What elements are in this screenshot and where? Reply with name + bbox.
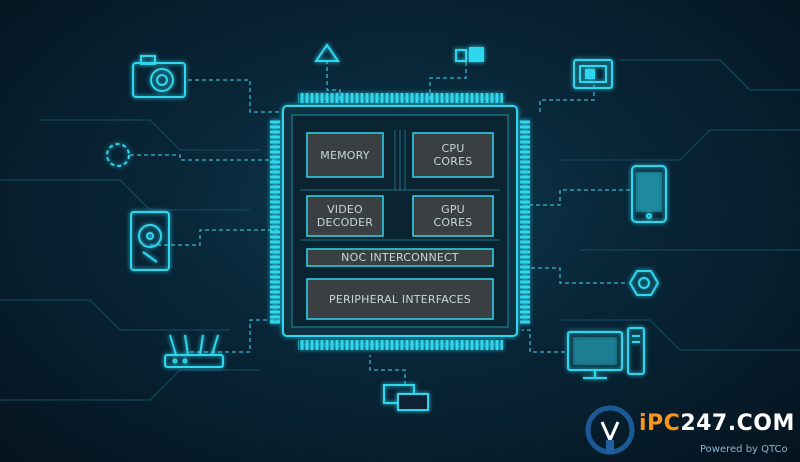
watermark-brand: iPC247.COM: [639, 411, 795, 436]
hard-drive-icon: [130, 211, 170, 271]
video-decoder-label: VIDEO DECODER: [307, 196, 383, 236]
watermark-logo-icon: [585, 405, 635, 455]
screen-display-icon: [573, 59, 613, 89]
watermark-brand-rest: 247.COM: [680, 411, 795, 436]
video-decoder-block: [306, 195, 384, 237]
dashed-circle-icon: [106, 143, 130, 167]
connector-lines: [130, 60, 630, 385]
memory-block: [306, 132, 384, 178]
background-traces: [0, 59, 800, 401]
triangle-icon: [314, 43, 340, 62]
tablet-icon: [631, 165, 667, 223]
overlapping-rectangles-icon: [383, 384, 429, 411]
video-label-line1: VIDEO: [327, 203, 363, 216]
memory-label-text: MEMORY: [320, 148, 370, 162]
desktop-computer-icon: [567, 327, 645, 379]
gpu-label-line1: GPU: [441, 203, 465, 216]
cpu-cores-block: [412, 132, 494, 178]
router-icon: [164, 334, 224, 368]
chip-blocks: [306, 132, 494, 320]
peripheral-interfaces-block: [306, 278, 494, 320]
watermark-tagline: Powered by QTCo: [700, 444, 788, 455]
peripheral-interfaces-label: PERIPHERAL INTERFACES: [307, 279, 493, 319]
cpu-label-line2: CORES: [433, 155, 473, 168]
gpu-cores-block: [412, 195, 494, 237]
chip-pins: [270, 93, 530, 350]
video-label-line2: DECODER: [316, 216, 374, 229]
noc-interconnect-label: NOC INTERCONNECT: [307, 249, 493, 266]
camera-icon: [132, 55, 186, 98]
peripheral-label-text: PERIPHERAL INTERFACES: [329, 292, 471, 306]
memory-label: MEMORY: [307, 133, 383, 177]
watermark-brand-accent: iPC: [639, 411, 681, 436]
squares-icon: [455, 47, 484, 62]
cpu-cores-label: CPU CORES: [413, 133, 493, 177]
gpu-cores-label: GPU CORES: [413, 196, 493, 236]
cpu-label-line1: CPU: [441, 142, 465, 155]
gpu-label-line2: CORES: [433, 216, 473, 229]
hexagon-icon: [628, 270, 660, 296]
noc-interconnect-block: [306, 248, 494, 267]
noc-label-text: NOC INTERCONNECT: [341, 251, 459, 264]
